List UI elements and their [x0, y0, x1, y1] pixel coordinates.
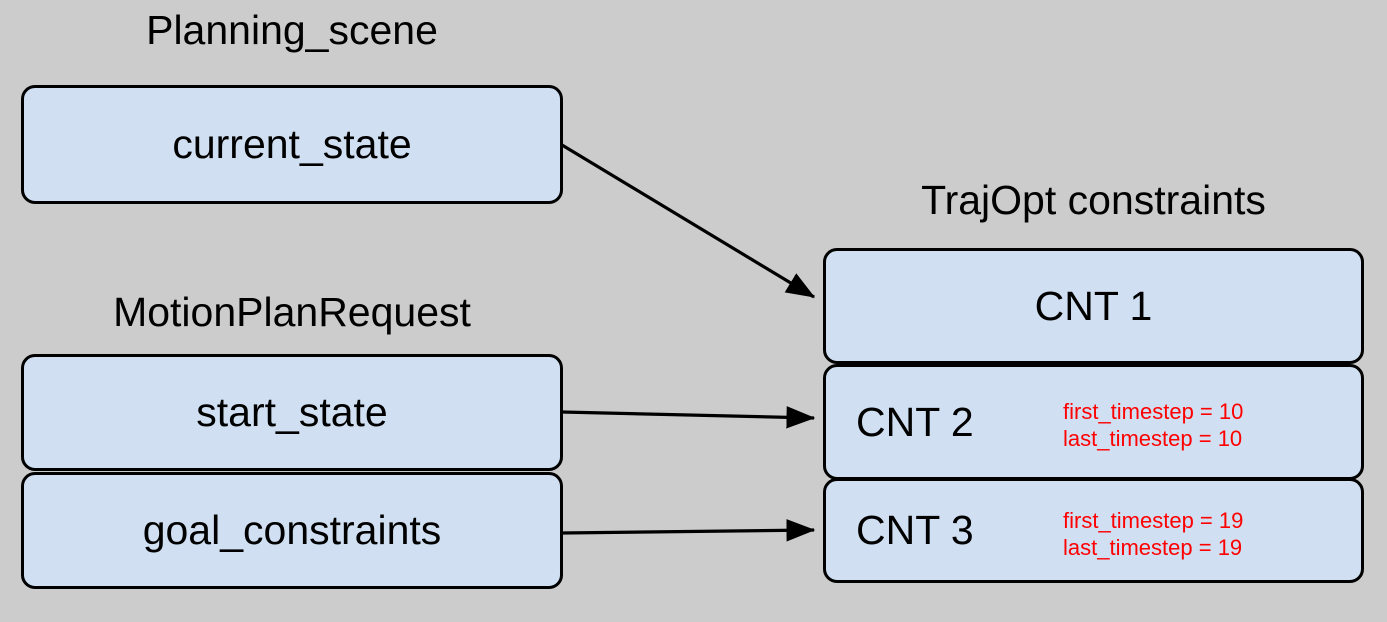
node-cnt-3-label: CNT 3 — [856, 507, 974, 553]
group-label-planning-scene: Planning_scene — [146, 7, 438, 53]
edge-current-state-to-cnt-1 — [561, 143, 816, 299]
node-cnt-1-label: CNT 1 — [1034, 282, 1153, 329]
edge-goal-constraints-to-cnt-3 — [561, 519, 816, 542]
node-cnt-3-first-timestep: first_timestep = 19 — [1063, 508, 1244, 533]
group-label-trajopt-constraints: TrajOpt constraints — [921, 177, 1266, 223]
node-goal-constraints-label: goal_constraints — [142, 507, 442, 553]
node-cnt-3[interactable]: CNT 3 first_timestep = 19 last_timestep … — [823, 478, 1364, 583]
node-cnt-2-last-timestep: last_timestep = 10 — [1063, 426, 1243, 452]
node-cnt-2-annotations: first_timestep = 10 last_timestep = 10 — [1063, 398, 1243, 453]
node-start-state-label: start_state — [196, 389, 388, 435]
node-cnt-3-annotations: first_timestep = 19 last_timestep = 19 — [1063, 507, 1243, 562]
node-start-state[interactable]: start_state — [21, 354, 563, 471]
node-current-state-label: current_state — [172, 121, 412, 167]
node-cnt-2-label: CNT 2 — [856, 398, 974, 445]
node-cnt-2[interactable]: CNT 2 first_timestep = 10 last_timestep … — [823, 364, 1364, 480]
node-cnt-1[interactable]: CNT 1 — [823, 248, 1364, 364]
edge-start-state-to-cnt-2 — [561, 406, 816, 429]
node-goal-constraints[interactable]: goal_constraints — [21, 472, 563, 589]
node-cnt-3-last-timestep: last_timestep = 19 — [1063, 535, 1243, 561]
group-label-motion-plan-request: MotionPlanRequest — [113, 289, 471, 335]
node-cnt-2-first-timestep: first_timestep = 10 — [1063, 399, 1244, 424]
node-current-state[interactable]: current_state — [21, 85, 563, 204]
